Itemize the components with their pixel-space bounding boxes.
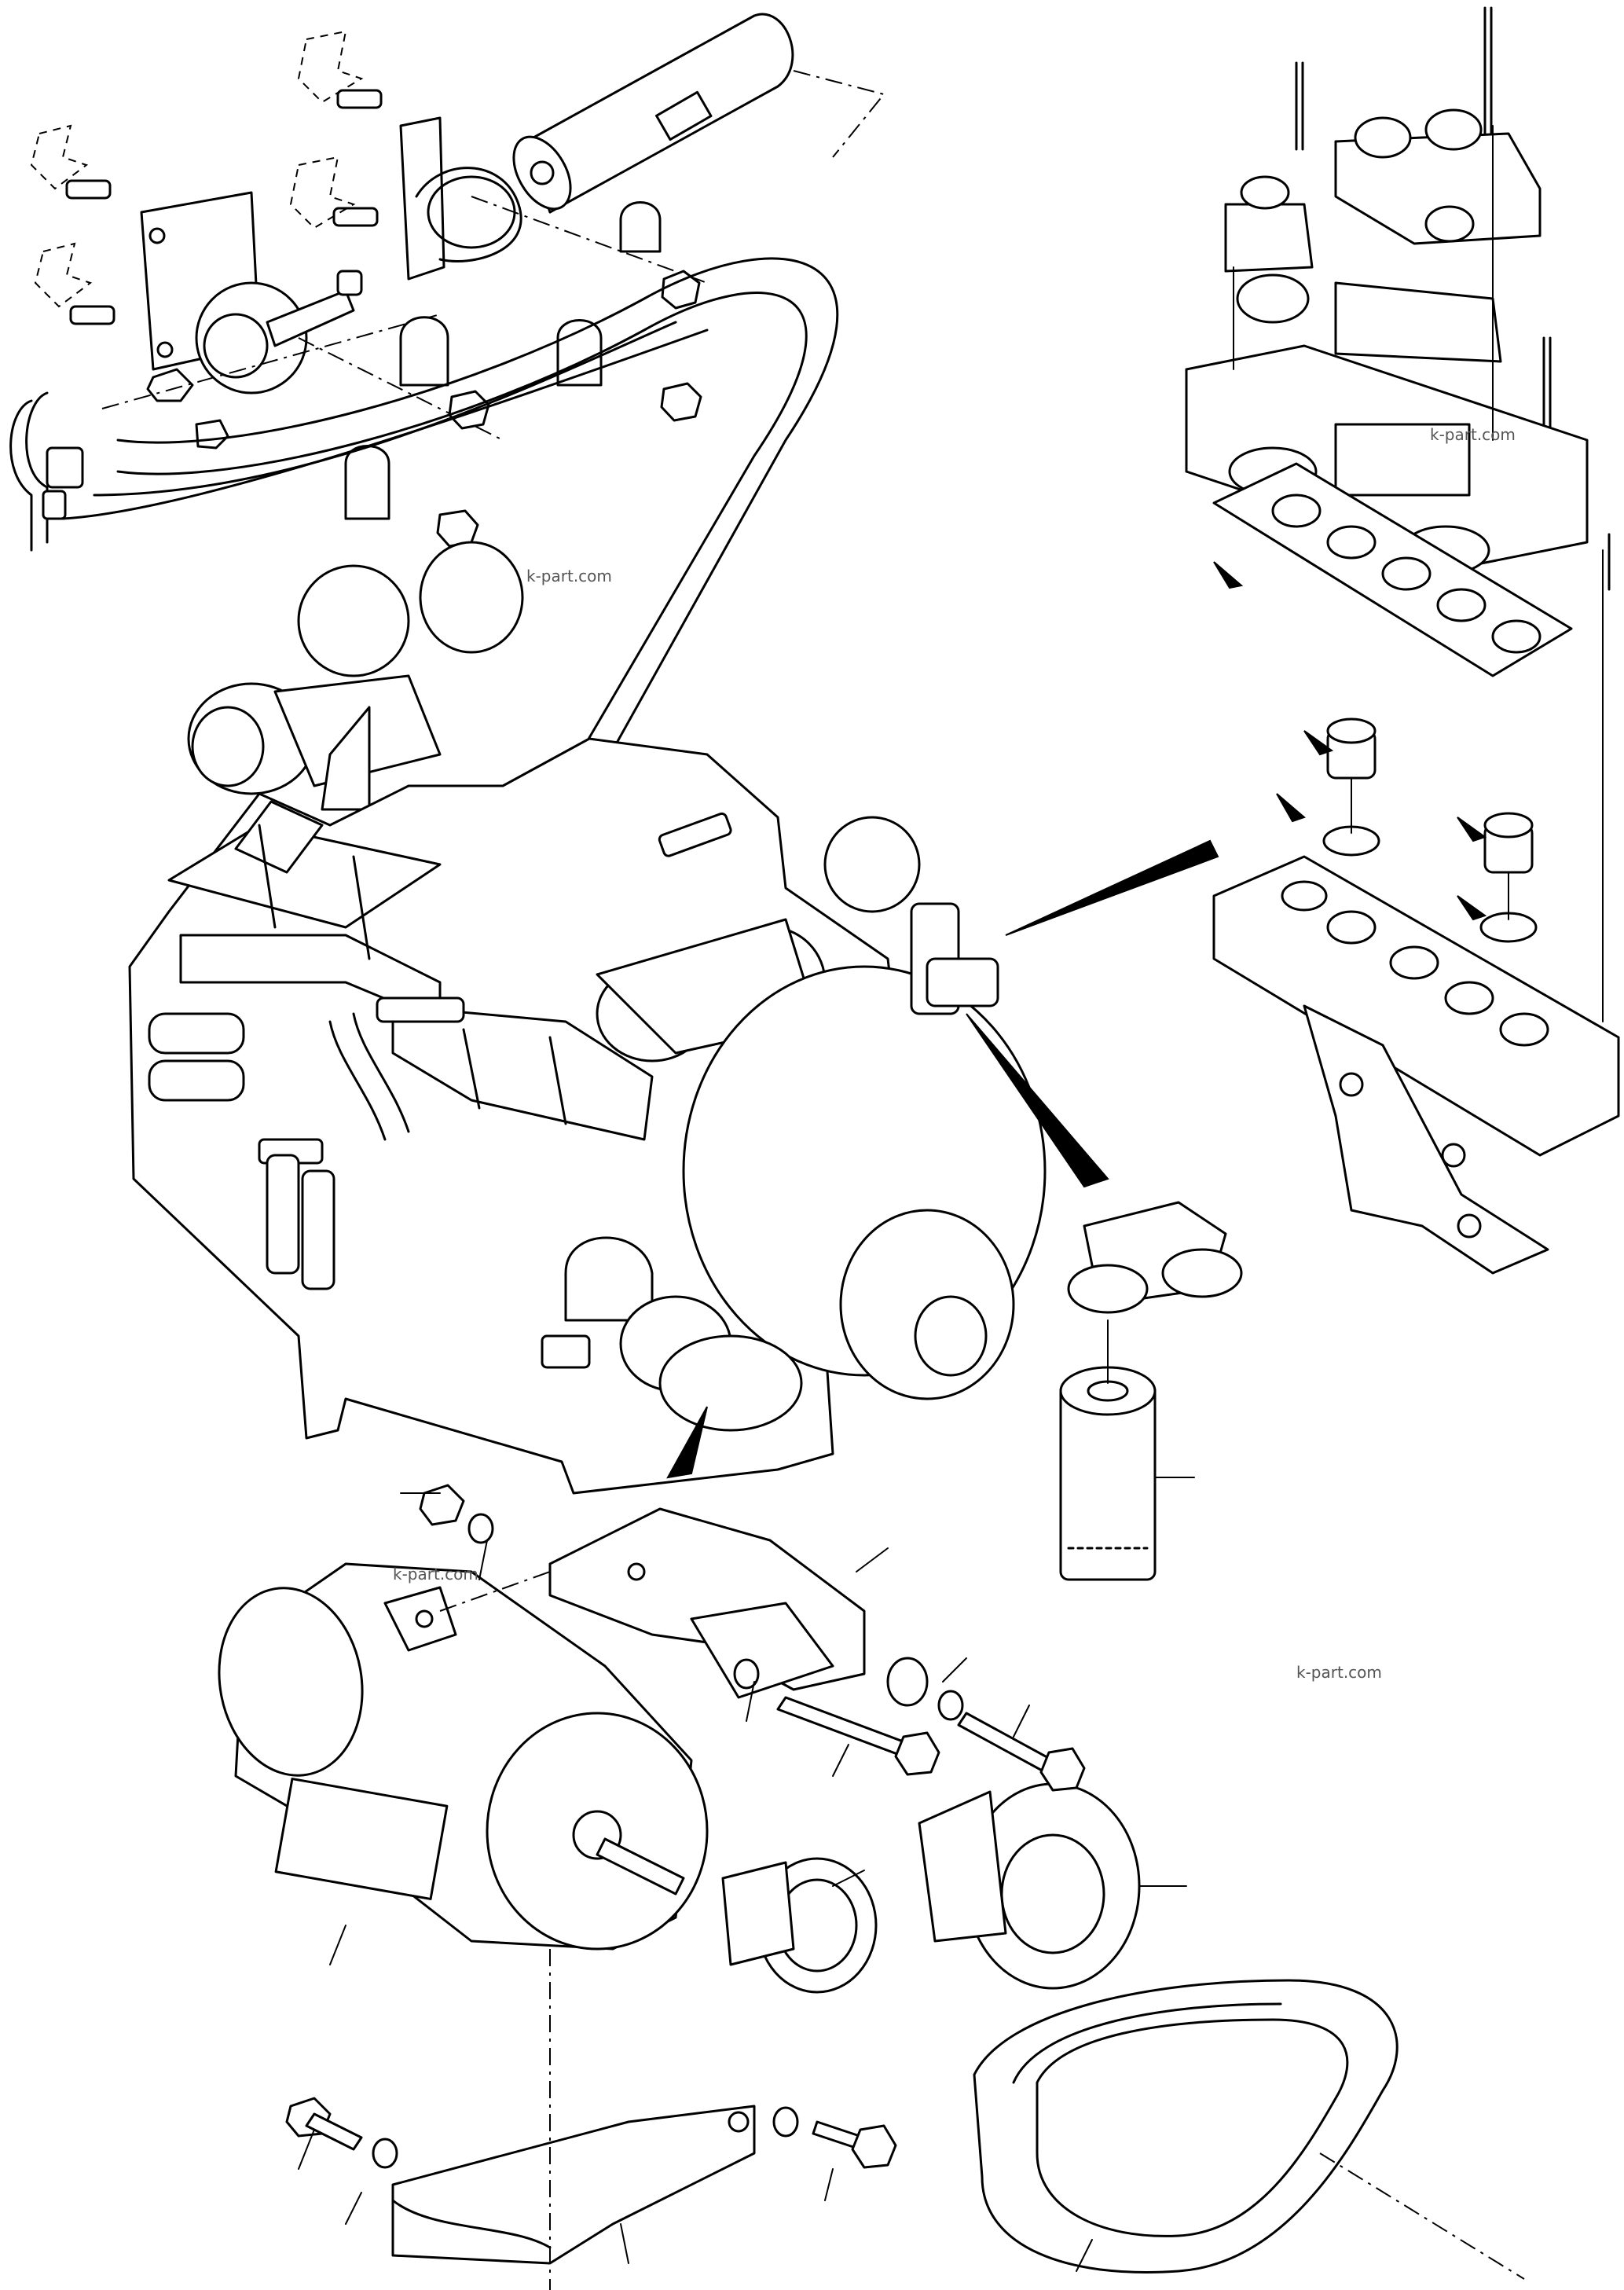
alternator-assembly (218, 1484, 1525, 2290)
oil-filter-assembly (1059, 1201, 1243, 1581)
watermark-4: k-part.com (1296, 1663, 1382, 1682)
watermark-3: k-part.com (393, 1565, 478, 1584)
engine-block (128, 541, 1219, 1495)
watermark-1: k-part.com (526, 567, 612, 585)
bracket-assembly-top-left (9, 13, 885, 780)
thermostat-housing-exploded (1185, 6, 1620, 1275)
watermark-2: k-part.com (1430, 425, 1516, 444)
